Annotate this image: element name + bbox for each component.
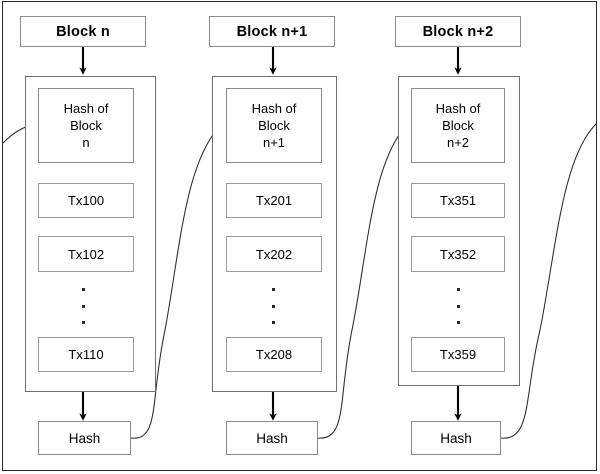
hash-of-block-line2: Block	[442, 118, 474, 133]
block-header-0[interactable]: Block n	[20, 16, 146, 47]
tx-label: Tx359	[439, 347, 477, 362]
tx-ellipsis-0	[80, 288, 86, 324]
hash-of-block-2[interactable]: Hash of Block n+2	[411, 88, 505, 163]
output-hash-1[interactable]: Hash	[226, 421, 318, 455]
tx-label: Tx352	[439, 246, 477, 262]
tx-box-2-1[interactable]: Tx352	[411, 236, 505, 272]
output-hash-2[interactable]: Hash	[411, 421, 501, 455]
block-header-2[interactable]: Block n+2	[395, 16, 521, 47]
block-header-label: Block n+2	[422, 23, 494, 40]
hash-of-block-1[interactable]: Hash of Block n+1	[226, 88, 322, 163]
output-hash-label: Hash	[440, 430, 472, 446]
tx-label: Tx100	[67, 193, 105, 208]
output-hash-label: Hash	[256, 430, 288, 446]
tx-box-0-2[interactable]: Tx110	[38, 337, 134, 372]
hash-of-block-line2: Block	[258, 118, 290, 133]
header-to-body-arrows	[79, 47, 462, 75]
output-hash-label: Hash	[68, 430, 101, 446]
tx-box-1-1[interactable]: Tx202	[226, 236, 322, 272]
tx-label: Tx208	[255, 347, 293, 362]
tx-label: Tx351	[439, 193, 477, 208]
hash-of-block-line3: n	[82, 135, 90, 150]
hash-of-block-0[interactable]: Hash of Block n	[38, 88, 134, 163]
tx-box-0-1[interactable]: Tx102	[38, 236, 134, 272]
tx-ellipsis-1	[270, 288, 276, 324]
tx-box-2-0[interactable]: Tx351	[411, 183, 505, 218]
tx-label: Tx102	[67, 246, 105, 262]
tx-box-1-0[interactable]: Tx201	[226, 183, 322, 218]
tx-label: Tx110	[68, 347, 104, 362]
tx-label: Tx201	[255, 193, 293, 208]
tx-label: Tx202	[255, 246, 293, 262]
tx-box-2-2[interactable]: Tx359	[411, 337, 505, 372]
tx-box-0-0[interactable]: Tx100	[38, 183, 134, 218]
hash-of-block-line1: Hash of	[63, 101, 109, 116]
block-header-1[interactable]: Block n+1	[209, 16, 335, 47]
hash-of-block-line1: Hash of	[435, 101, 481, 116]
output-hash-0[interactable]: Hash	[38, 421, 131, 455]
hash-of-block-line2: Block	[70, 118, 102, 133]
hash-of-block-line3: n+2	[446, 135, 470, 150]
block-header-label: Block n+1	[236, 23, 308, 40]
hash-of-block-line1: Hash of	[251, 101, 297, 116]
tx-ellipsis-2	[455, 288, 461, 324]
tx-box-1-2[interactable]: Tx208	[226, 337, 322, 372]
block-header-label: Block n	[56, 23, 110, 40]
hash-of-block-line3: n+1	[262, 135, 286, 150]
